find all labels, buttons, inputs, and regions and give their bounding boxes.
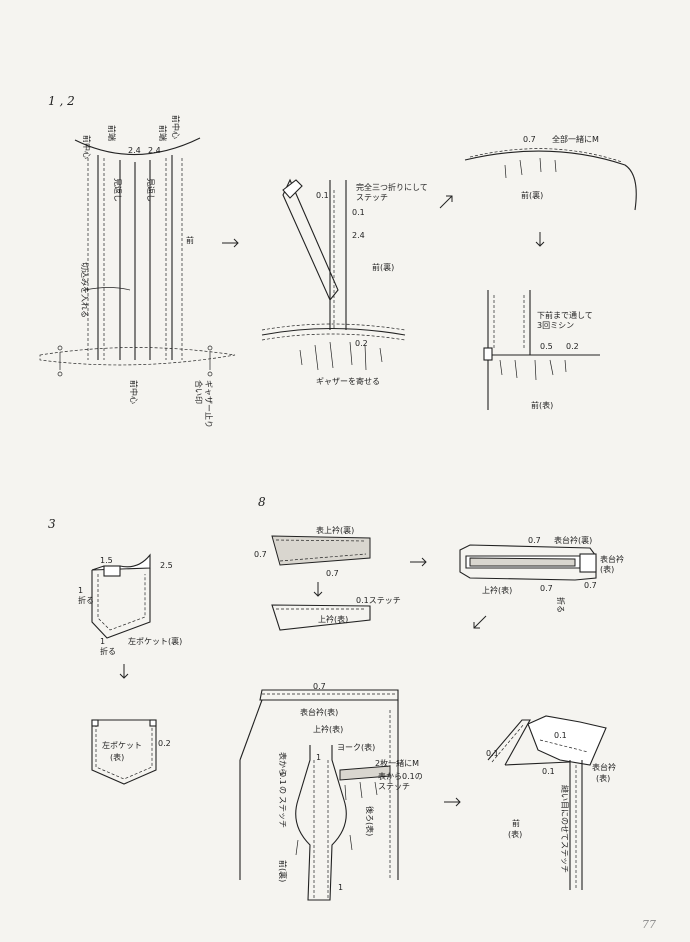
label-stand-right: (表) (600, 564, 614, 574)
measure-0-1-8d-c: 0.1 (542, 767, 555, 776)
measure-0-1-8d-a: 0.1 (486, 749, 499, 758)
step-1-2-triple-stitch-diagram (483, 290, 600, 410)
label-gather: ギャザーを寄せる (316, 376, 380, 386)
arrow-down-icon-1 (535, 232, 545, 247)
arrow-right-icon-3 (444, 797, 461, 807)
step-1-2-neck-diagram (464, 148, 637, 211)
arrow-up-right-icon (439, 195, 453, 209)
step-3-pocket-fold-diagram (91, 553, 151, 639)
label-stand-right-d: (表) (596, 773, 610, 783)
label-upper-collar-right: 上衿(表) (318, 614, 348, 624)
page-number: 77 (642, 918, 656, 931)
step-3-pocket-sewn-diagram (91, 719, 157, 785)
label-facing-right: 見返し (146, 178, 155, 202)
measure-1-a: 1 (316, 753, 321, 762)
measure-0-7-8b-1: 0.7 (528, 536, 541, 545)
label-left-stitch: ステッチ (278, 796, 287, 828)
label-fold-stitch-2: ステッチ (356, 193, 388, 202)
label-front-edge-right: 前端 (158, 125, 168, 141)
label-gather-stop: ギャザー止り (204, 380, 214, 428)
label-stand: 表台衿 (600, 554, 624, 564)
arrow-down-icon-3 (313, 582, 323, 597)
label-front-right-d: (表) (508, 829, 522, 839)
label-back-right: 後ろ(表) (365, 806, 375, 836)
label-fold-a: 折る (78, 595, 94, 605)
section-label-8: 8 (258, 495, 266, 509)
measure-0-1-a: 0.1 (316, 191, 329, 200)
step-1-2-front-diagram (39, 137, 236, 377)
label-stand-right-c: 表台衿(表) (300, 707, 338, 717)
label-stitch-0-1: 0.1ステッチ (356, 596, 401, 605)
label-front-d: 前 (512, 818, 520, 828)
label-upper-collar-right-c: 上衿(表) (313, 724, 343, 734)
label-cut-in: 切込みを入れる (80, 262, 89, 318)
label-front-wrong-c: 前(裏) (521, 190, 543, 200)
arrow-down-left-icon (473, 615, 487, 629)
measure-0-7-8b-3: 0.7 (584, 581, 597, 590)
step-8-collar-stand-diagram (459, 544, 597, 581)
arrow-right-icon-2 (410, 557, 427, 567)
arrow-right-icon (222, 238, 239, 248)
step-8-finished-collar-diagram (487, 715, 607, 890)
label-triple-stitch: 3回ミシン (537, 321, 574, 330)
label-left-0-1: 0.1 (278, 772, 287, 785)
measure-0-2-b: 0.2 (355, 339, 368, 348)
label-from-right-0-1: 表から0.1の (378, 771, 423, 781)
measure-0-2-d: 0.2 (566, 342, 579, 351)
step-8-yoke-diagram (239, 689, 399, 901)
measure-2-4-b: 2.4 (148, 146, 161, 155)
label-fold-1a: 1 (78, 586, 83, 595)
label-yoke-right: ヨーク(表) (337, 742, 375, 752)
step-8-upper-collar-diagram (271, 535, 371, 631)
measure-0-7-8b-2: 0.7 (540, 584, 553, 593)
section-label-3: 3 (48, 517, 56, 531)
measure-1-b: 1 (338, 883, 343, 892)
measure-0-7-8a-1: 0.7 (254, 550, 267, 559)
measure-0-5: 0.5 (540, 342, 553, 351)
label-front-center-bottom: 前中心 (129, 380, 139, 404)
label-upper-collar-right-b: 上衿(表) (482, 585, 512, 595)
label-stitch-c: ステッチ (378, 782, 410, 791)
measure-2-4-a: 2.4 (128, 146, 141, 155)
measure-0-2-pocket: 0.2 (158, 739, 171, 748)
label-notch: 合い印 (194, 380, 204, 404)
label-front-wrong-b: 前(裏) (372, 262, 394, 272)
label-fold-1b: 1 (100, 637, 105, 646)
measure-1-5: 1.5 (100, 556, 113, 565)
label-front-center-left: 前中心 (82, 135, 92, 159)
label-fold-8b: 折る (556, 597, 566, 613)
label-left-pocket: 左ポケット (102, 740, 142, 750)
step-1-2-fold-diagram (261, 178, 406, 371)
arrow-down-icon-2 (119, 664, 129, 679)
label-stitch-on-seam: 縫い目にのせてステッチ (560, 785, 570, 873)
measure-2-5: 2.5 (160, 561, 173, 570)
label-front-wrong-c: 前(裏) (278, 860, 288, 882)
measure-0-7-8c: 0.7 (313, 682, 326, 691)
label-left-no: の (278, 786, 287, 794)
label-left-pocket-wrong: 左ポケット(裏) (128, 636, 182, 646)
label-stand-wrong: 表台衿(裏) (554, 535, 592, 545)
measure-0-7-8a-2: 0.7 (326, 569, 339, 578)
label-stand-d: 表台衿 (592, 762, 616, 772)
measure-2-4: 2.4 (352, 231, 365, 240)
label-all-together: 全部一緒にM (552, 134, 599, 144)
label-left-from: 表から (278, 752, 288, 776)
measure-0-1-8d-b: 0.1 (554, 731, 567, 740)
label-fold-b: 折る (100, 646, 116, 656)
label-facing-left: 見返し (113, 178, 122, 202)
label-front: 前 (186, 235, 194, 245)
section-label-1-2: 1 , 2 (48, 94, 75, 108)
measure-0-7-c: 0.7 (523, 135, 536, 144)
label-upper-collar-wrong: 表上衿(裏) (316, 525, 354, 535)
label-fold-stitch-1: 完全三つ折りにして (356, 182, 428, 192)
label-front-right-d: 前(表) (531, 400, 553, 410)
label-front-edge-left: 前端 (107, 125, 117, 141)
label-front-center-right: 前中心 (171, 115, 181, 139)
label-two-together: 2枚一緒にM (375, 758, 419, 768)
label-pocket-right-side: (表) (110, 752, 124, 762)
label-through-front: 下前まで通して (537, 310, 593, 320)
measure-0-1-b: 0.1 (352, 208, 365, 217)
